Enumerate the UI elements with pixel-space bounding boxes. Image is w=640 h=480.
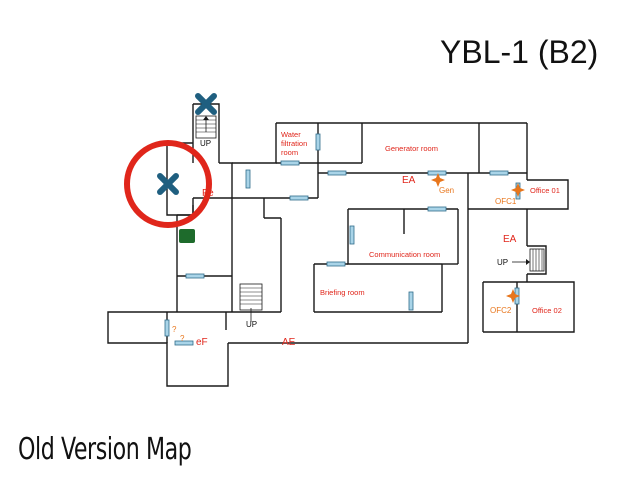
up-top-label: UP [200,139,211,148]
star-marker-icon [506,289,520,303]
water-room-label-2: filtration [281,139,307,148]
stairs-right [512,248,545,272]
map-version-caption: Old Version Map [18,432,192,467]
door [489,170,509,176]
communication-room-label: Communication room [369,250,440,259]
door [185,273,205,279]
walls [107,103,575,387]
green-box-marker [179,229,195,243]
x-marker-icon [157,173,179,195]
ofc2-label: OFC2 [490,306,512,315]
briefing-room-label: Briefing room [320,288,365,297]
office02-label: Office 02 [532,306,562,315]
door [427,206,447,212]
door [280,160,300,166]
ef-label: eF [196,337,208,348]
generator-room-label: Generator room [385,144,438,153]
office01-label: Office 01 [530,186,560,195]
highlight-ring [124,140,212,228]
stairs-top [195,115,217,139]
gen-label: Gen [439,186,454,195]
star-marker-icon [511,183,525,197]
x-marker-icon [195,93,217,115]
map-title: YBL-1 (B2) [440,34,599,70]
up-bottom-label: UP [246,320,257,329]
question-mark-1: ? [172,325,177,334]
door [289,195,309,201]
door [327,170,347,176]
door [164,319,170,337]
ea-right-label: EA [503,234,517,245]
door [408,291,414,311]
door [349,225,355,245]
door [174,340,194,346]
stairs-bottom [239,283,263,322]
water-room-label-3: room [281,148,298,157]
up-right-label: UP [497,258,508,267]
door [245,169,251,189]
water-room-label-1: Water [281,130,301,139]
fe-label: Fe [202,188,214,199]
ea-top-label: EA [402,175,416,186]
ae-label: AE [282,337,296,348]
door [315,133,321,151]
door [326,261,346,267]
doors [164,133,521,346]
ofc1-label: OFC1 [495,197,517,206]
door [427,170,447,176]
star-marker-icon [431,173,445,187]
question-mark-2: ? [180,334,185,343]
